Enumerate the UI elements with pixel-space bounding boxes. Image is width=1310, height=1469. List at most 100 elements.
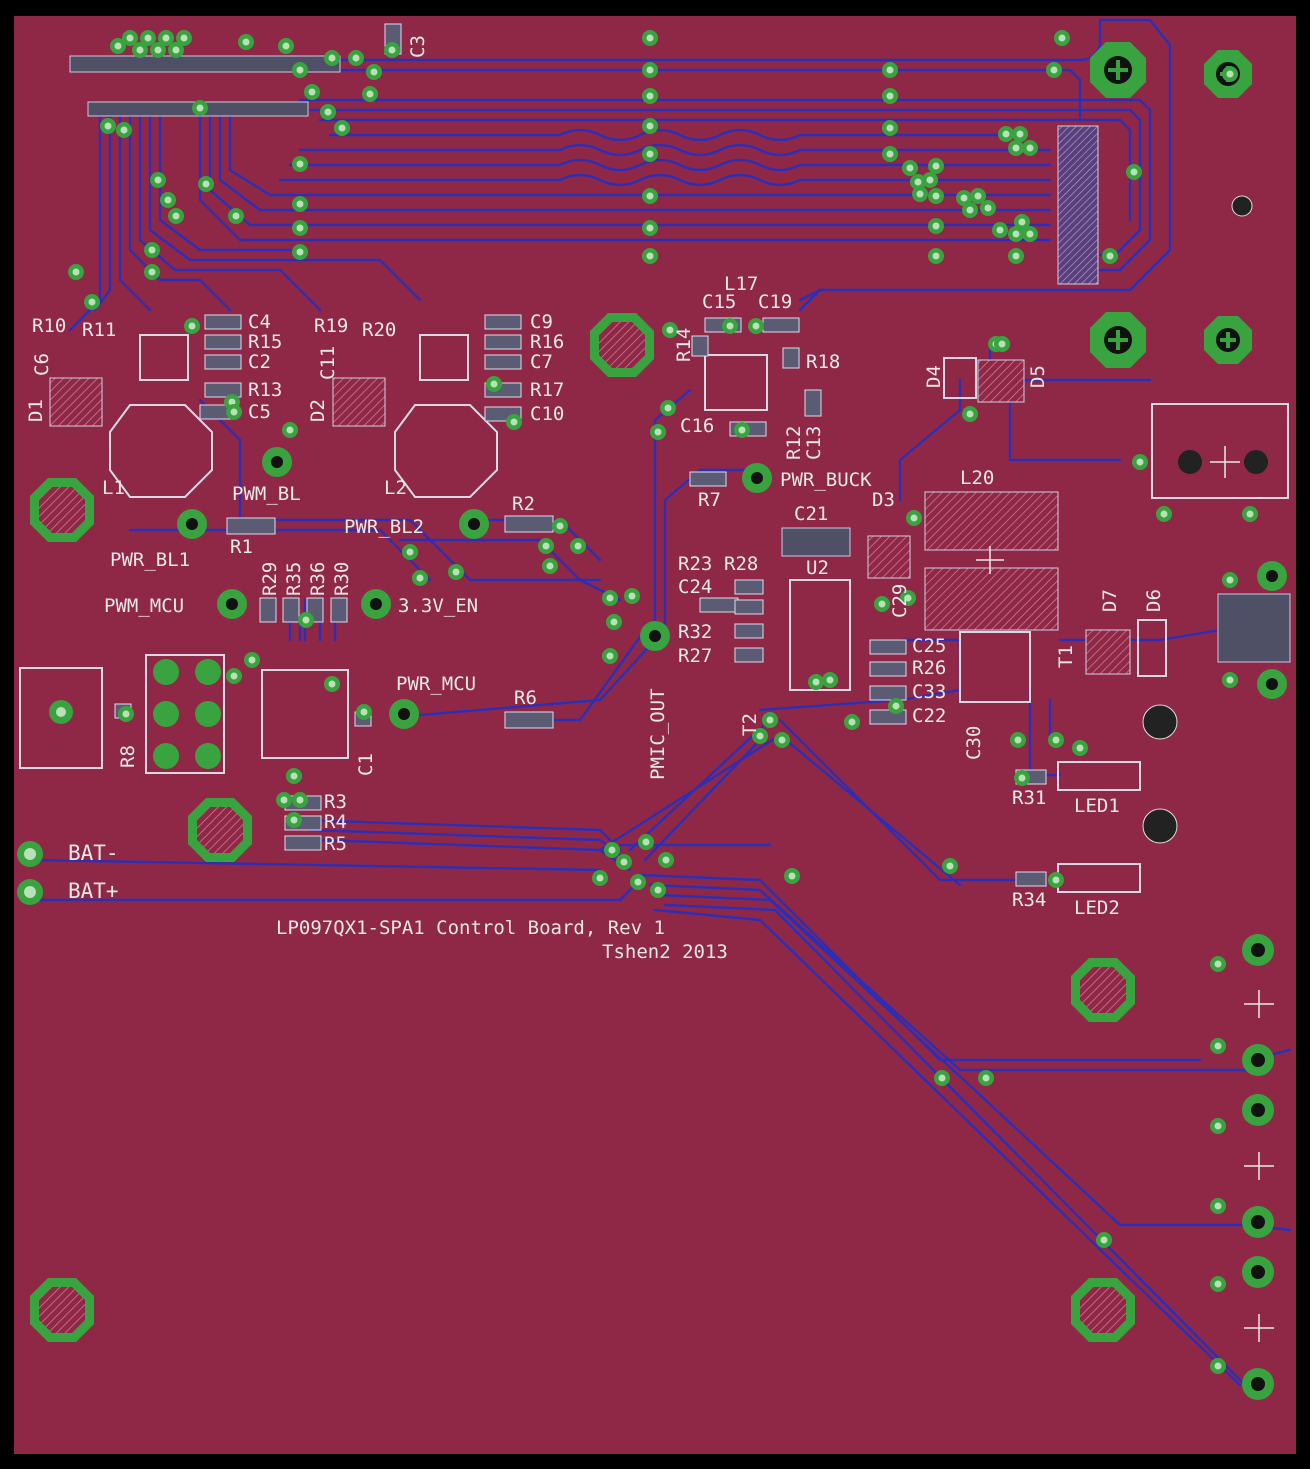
via-hole xyxy=(296,248,304,256)
via-hole xyxy=(654,428,662,436)
via-hole xyxy=(886,92,894,100)
ref-r14: R14 xyxy=(673,328,695,362)
ref-t1: T1 xyxy=(1055,645,1077,668)
footprint-layer xyxy=(19,23,1291,893)
via-hole xyxy=(154,46,162,54)
via-hole xyxy=(1012,252,1020,260)
ref-d4: D4 xyxy=(923,365,945,388)
ref-r12: R12 xyxy=(783,426,805,460)
tp-label-pwr-bl1: PWR_BL1 xyxy=(110,549,190,571)
ref-r7: R7 xyxy=(698,489,721,511)
ref-l2: L2 xyxy=(384,477,407,499)
via-hole xyxy=(1014,736,1022,744)
diode-d6 xyxy=(1137,619,1167,677)
via-hole xyxy=(646,92,654,100)
via-hole xyxy=(826,676,834,684)
via-hole xyxy=(938,1074,946,1082)
via-hole xyxy=(628,592,636,600)
test-pad-bat-plus xyxy=(17,879,43,905)
via-hole xyxy=(1100,1236,1108,1244)
test-pad-pmic-out xyxy=(640,621,670,651)
via-hole xyxy=(452,568,460,576)
ref-c11: C11 xyxy=(317,346,339,380)
via-hole xyxy=(328,54,336,62)
ref-c21: C21 xyxy=(794,503,828,525)
ref-c16: C16 xyxy=(680,415,714,437)
via-hole xyxy=(932,162,940,170)
tp-label-3v3-en: 3.3V_EN xyxy=(398,595,478,617)
via-hole xyxy=(1012,144,1020,152)
ref-r10: R10 xyxy=(32,315,66,337)
via-hole xyxy=(242,38,250,46)
ref-d6: D6 xyxy=(1143,589,1165,612)
via-hole xyxy=(646,34,654,42)
ref-c33: C33 xyxy=(912,681,946,703)
ref-r5: R5 xyxy=(324,833,347,855)
via-hole xyxy=(932,222,940,230)
via-hole xyxy=(1246,510,1254,518)
via-hole xyxy=(606,652,614,660)
ref-r27: R27 xyxy=(678,645,712,667)
via-hole xyxy=(1026,144,1034,152)
via-hole xyxy=(366,90,374,98)
via-hole xyxy=(144,34,152,42)
edge-connector-pads xyxy=(1242,561,1287,1400)
via-hole xyxy=(228,398,236,406)
ic-bl1 xyxy=(139,334,189,381)
via-hole xyxy=(1058,34,1066,42)
via-hole xyxy=(932,192,940,200)
ref-r3: R3 xyxy=(324,791,347,813)
via-hole xyxy=(1136,458,1144,466)
usb-connector xyxy=(1217,593,1291,663)
via-hole xyxy=(910,514,918,522)
via-hole xyxy=(726,322,734,330)
via-hole xyxy=(154,176,162,184)
via-hole xyxy=(290,772,298,780)
via-hole xyxy=(982,1074,990,1082)
ref-c29: C29 xyxy=(889,584,911,618)
ref-r19: R19 xyxy=(314,315,348,337)
pin-header xyxy=(145,654,225,774)
via-hole xyxy=(1214,1362,1222,1370)
ref-r35: R35 xyxy=(283,562,305,596)
via-hole xyxy=(280,796,288,804)
silk-crosshairs xyxy=(976,446,1274,1342)
via-hole xyxy=(646,192,654,200)
via-hole xyxy=(752,322,760,330)
diode-d2 xyxy=(332,377,386,427)
ref-d7: D7 xyxy=(1099,589,1121,612)
mount-hole xyxy=(1071,1278,1135,1342)
via-hole xyxy=(164,196,172,204)
via-hole xyxy=(196,104,204,112)
via-hole xyxy=(296,796,304,804)
ref-c30: C30 xyxy=(963,726,985,760)
ref-l17: L17 xyxy=(724,273,758,295)
ref-r26: R26 xyxy=(912,657,946,679)
via-hole xyxy=(72,268,80,276)
test-point-pads xyxy=(17,446,1287,1400)
diode-d4 xyxy=(943,357,977,399)
via-hole xyxy=(296,160,304,168)
tp-label-pwr-bl2: PWR_BL2 xyxy=(344,516,424,538)
ref-led2: LED2 xyxy=(1074,897,1120,919)
mount-hole xyxy=(30,1278,94,1342)
via-hole xyxy=(308,88,316,96)
test-pad-pwr-buck xyxy=(742,463,772,493)
ref-c4: C4 xyxy=(248,311,271,333)
ref-r11: R11 xyxy=(82,319,116,341)
via-hole xyxy=(1214,960,1222,968)
ref-r28: R28 xyxy=(724,553,758,575)
inductor-l1 xyxy=(109,404,213,498)
ref-u2: U2 xyxy=(806,557,829,579)
via-hole xyxy=(1160,510,1168,518)
drill-hole xyxy=(1231,195,1253,217)
tp-label-pwr-buck: PWR_BUCK xyxy=(780,469,872,491)
via-hole xyxy=(926,176,934,184)
via-hole xyxy=(1214,1122,1222,1130)
via-hole xyxy=(328,680,336,688)
tp-label-bat-minus: BAT- xyxy=(68,841,119,865)
ref-c22: C22 xyxy=(912,705,946,727)
ref-l1: L1 xyxy=(102,477,125,499)
via-hole xyxy=(848,718,856,726)
ref-c24: C24 xyxy=(678,576,712,598)
